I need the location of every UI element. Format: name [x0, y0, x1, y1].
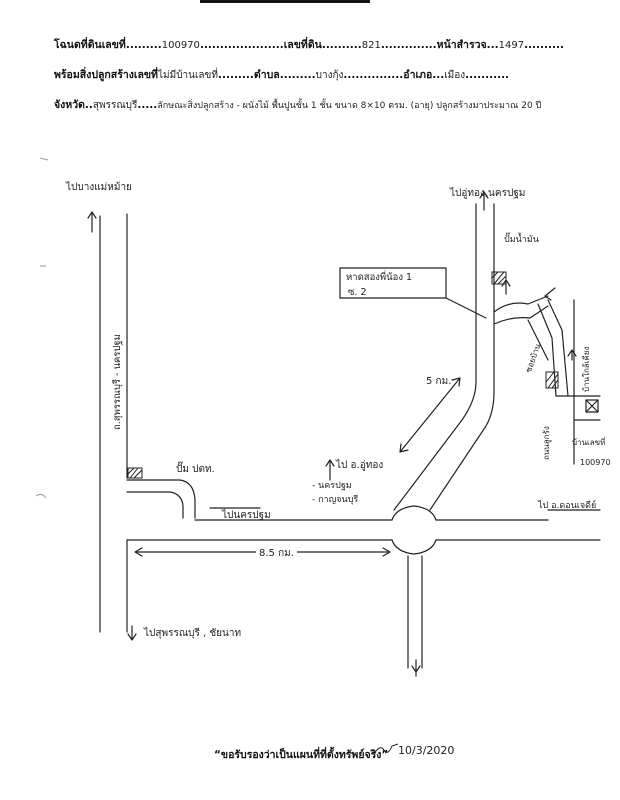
side-up-arrow: [567, 349, 577, 361]
plot-x: [585, 399, 599, 413]
label-ptt-station: ปั๊ม ปตท.: [176, 464, 215, 475]
district-value: เมือง: [444, 70, 466, 81]
deed-label: โฉนดที่ดินเลขที่: [54, 39, 126, 51]
certification-date: 10/3/2020: [398, 744, 455, 757]
province-value: สุพรรณบุรี: [92, 100, 138, 111]
label-school: หาดสองพี่น้อง 1: [346, 272, 413, 283]
label-to-nakhon-pathom: ไปนครปฐม: [222, 510, 271, 521]
label-to-suphanburi-chainat: ไปสุพรรณบุรี , ชัยนาท: [144, 628, 242, 639]
certification-statement: “ขอรับรองว่าเป็นแผนที่ที่ตั้งทรัพย์จริง”: [214, 749, 389, 761]
survey-page-label: หน้าสำรวจ: [436, 39, 487, 51]
building-label: พร้อมสิ่งปลูกสร้างเลขที่: [54, 69, 158, 81]
label-plot-no: 100970: [580, 458, 611, 467]
side-building-hatch: [545, 371, 559, 389]
school-leader-line: [445, 297, 487, 319]
school-label-box: [339, 267, 447, 299]
district-label: อำเภอ: [403, 69, 433, 81]
label-road-suphan-nakhon-pathom: ถ.สุพรรณบุรี - นครปฐม: [112, 334, 123, 430]
subdistrict-label: ตำบล: [253, 69, 280, 81]
label-to-u-thong-nakhon-pathom: ไปอู่ทอง,นครปฐม: [450, 188, 526, 199]
diagonal-road-west: [393, 299, 477, 511]
top-edge-bar: [200, 0, 370, 3]
diagonal-road-east: [429, 299, 495, 511]
margin-mark-1: [35, 493, 47, 499]
label-distance-5km: 5 กม.: [426, 376, 452, 387]
building-description: ลักษณะสิ่งปลูกสร้าง - ผนังไม้ พื้นปูนชั้…: [157, 101, 542, 111]
header-line-3: จังหวัด..สุพรรณบุรี.....ลักษณะสิ่งปลูกสร…: [54, 99, 542, 111]
side-path-diag: [527, 319, 549, 361]
signature-icon: [373, 743, 399, 755]
roundabout-bottom: [391, 539, 437, 555]
header-line-2: พร้อมสิ่งปลูกสร้างเลขที่ไม่มีบ้านเลขที่.…: [54, 69, 510, 81]
ptt-loop-outer: [126, 479, 196, 519]
province-label: จังหวัด: [54, 99, 85, 111]
margin-mark-3: [39, 157, 49, 161]
roundabout-top: [391, 505, 437, 521]
building-value: ไม่มีบ้านเลขที่: [157, 70, 218, 81]
label-gas-shop: ปั๊มน้ำมัน: [504, 235, 539, 245]
label-sub-nakhon-pathom: - นครปฐม: [312, 481, 352, 491]
soi-branch-bottom: [493, 305, 549, 325]
side-lane-b: [537, 303, 557, 397]
label-side-note-2: ถนนลูกรัง: [542, 426, 551, 460]
plot-square: [585, 399, 599, 413]
land-no-value: 821: [361, 40, 381, 51]
label-distance-8-5km: 8.5 กม.: [256, 546, 297, 561]
survey-page-value: 1497: [498, 40, 525, 51]
ptt-station-hatch: [127, 467, 143, 479]
land-no-label: เลขที่ดิน: [283, 39, 322, 51]
dimension-5km: [399, 377, 461, 453]
north-road-up-arrow: [479, 191, 489, 211]
label-to-u-thong: ไป อ.อู่ทอง: [336, 460, 384, 471]
label-plot: บ้านเลขที่: [572, 438, 606, 447]
to-u-thong-arrow: [325, 459, 335, 481]
header-line-1: โฉนดที่ดินเลขที่.........100970.........…: [54, 39, 564, 51]
ptt-loop-inner: [126, 491, 184, 519]
label-sub-kanchanaburi: - กาญจนบุรี: [312, 495, 359, 505]
soi-branch-top: [493, 295, 549, 313]
subdistrict-value: บางกุ้ง: [315, 70, 344, 81]
soi-arrow: [544, 287, 556, 301]
label-to-don-chedi: ไป อ.ดอนเจดีย์: [538, 501, 597, 511]
gas-shop-hatch: [491, 271, 507, 285]
ptt-station-block: [127, 467, 143, 479]
label-to-bang-mae-mai: ไปบางแม่หม้าย: [66, 182, 132, 193]
left-road-up-arrow: [87, 211, 97, 233]
south-road-down-arrow: [411, 659, 421, 677]
deed-value: 100970: [161, 40, 200, 51]
left-road-down-arrow: [127, 625, 137, 641]
label-side-note-3: บ้านใกล้เคียง: [582, 346, 591, 392]
side-lane-a: [547, 299, 569, 397]
label-soi: ซ. 2: [348, 287, 367, 298]
